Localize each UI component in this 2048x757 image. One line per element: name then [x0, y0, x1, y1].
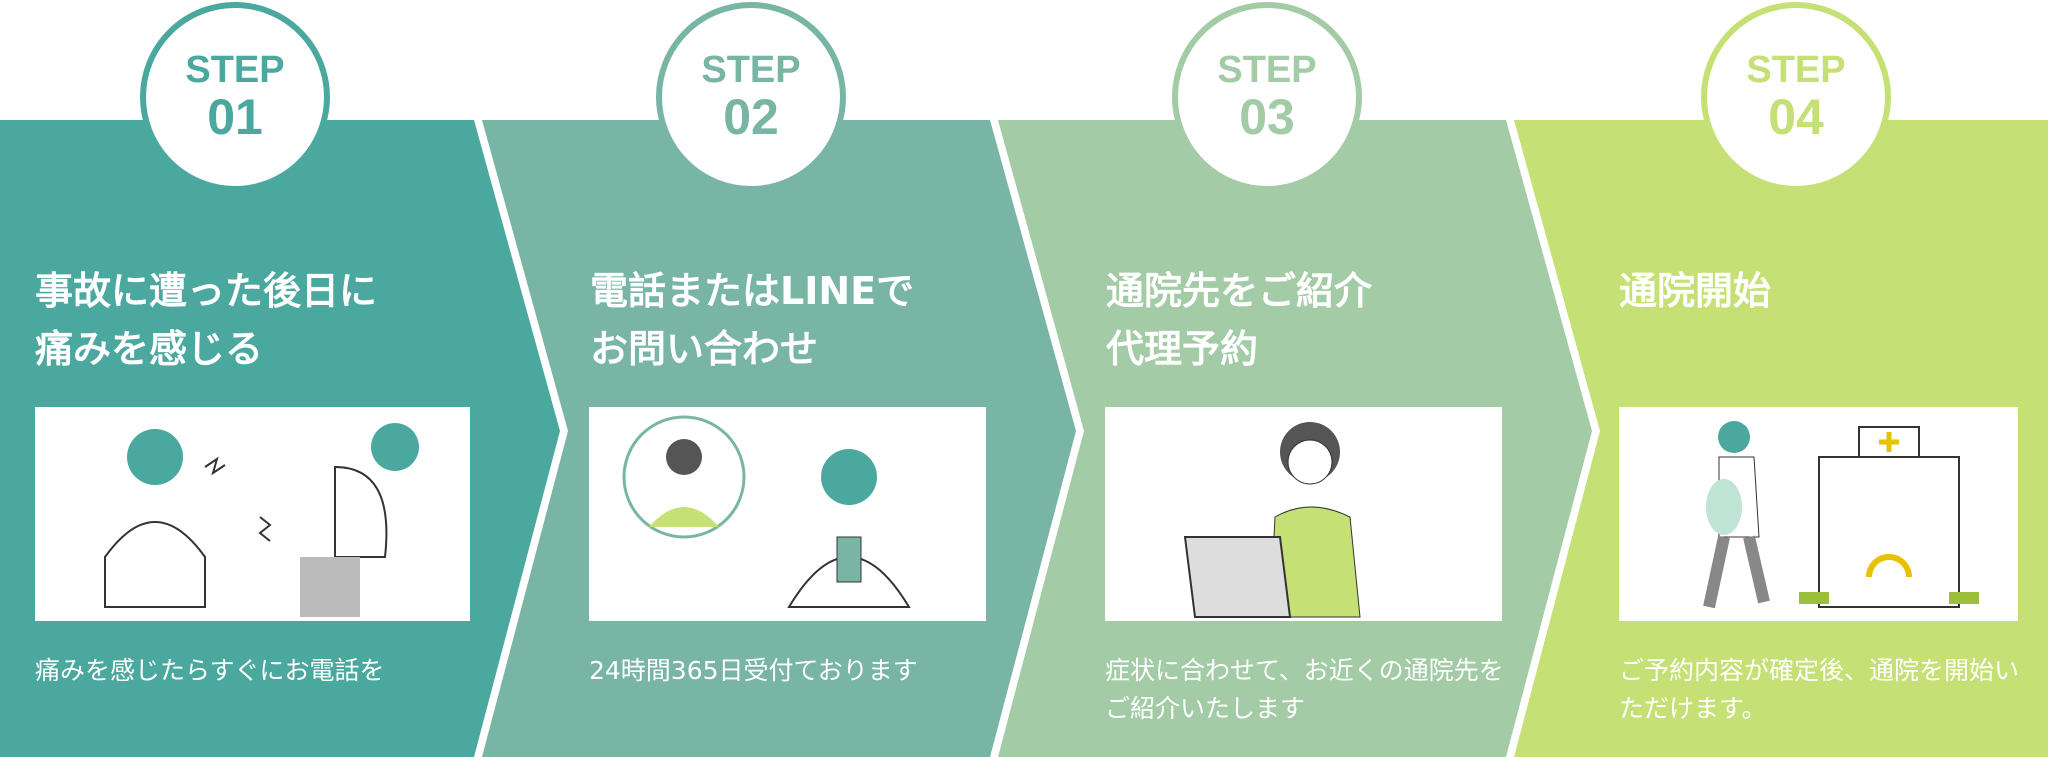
step-1-description: 痛みを感じたらすぐにお電話を	[35, 656, 385, 685]
step-number: 03	[1239, 89, 1295, 145]
person-in-pain-icon	[35, 407, 470, 621]
step-number: 01	[207, 89, 263, 145]
step-1-title: 事故に遭った後日に 痛みを感じる	[35, 269, 378, 371]
step-4-title: 通院開始	[1619, 269, 1772, 313]
step-3-description: 症状に合わせて、お近くの通院先をご紹介いたします	[1105, 656, 1504, 723]
operator-laptop-icon	[1105, 407, 1502, 621]
step-number: 04	[1768, 89, 1824, 145]
step-2-title: 電話またはLINEで お問い合わせ	[590, 269, 915, 371]
step-label: STEP	[1746, 49, 1846, 91]
step-number: 02	[723, 89, 779, 145]
walking-to-hospital-icon	[1619, 407, 2018, 621]
step-label: STEP	[185, 49, 285, 91]
step-4-description: ご予約内容が確定後、通院を開始いただけます。	[1619, 656, 2020, 723]
step-label: STEP	[701, 49, 801, 91]
step-label: STEP	[1217, 49, 1317, 91]
phone-contact-icon	[589, 407, 986, 621]
step-3-title: 通院先をご紹介 代理予約	[1106, 269, 1373, 371]
step-2-description: 24時間365日受付ております	[589, 656, 918, 685]
